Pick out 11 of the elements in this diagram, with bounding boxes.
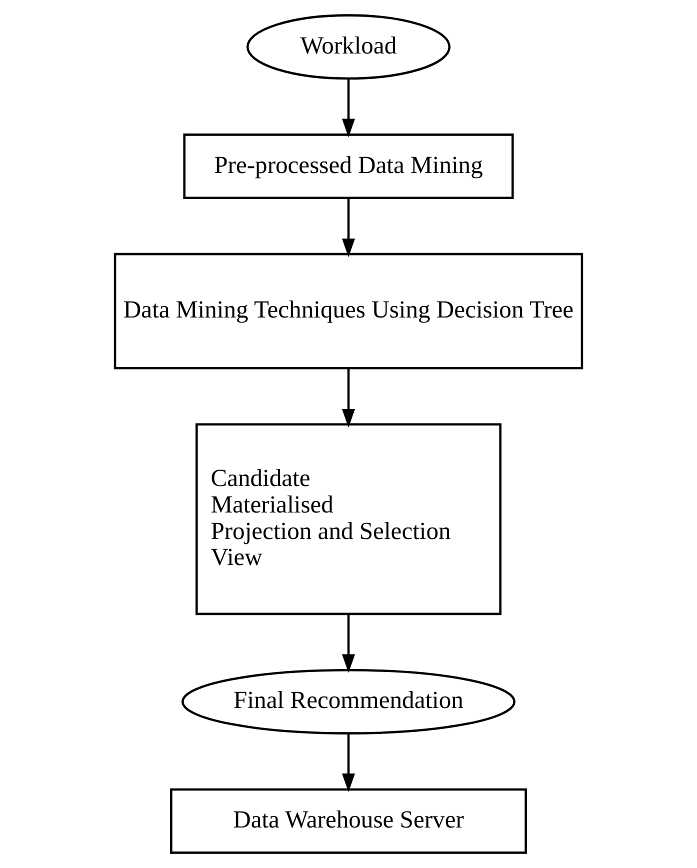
arrow bbox=[342, 734, 356, 792]
node-box: Data Warehouse Server bbox=[170, 788, 527, 854]
arrow bbox=[342, 614, 356, 673]
arrow bbox=[342, 79, 356, 138]
arrow bbox=[342, 198, 356, 258]
node-box: Data Mining Techniques Using Decision Tree bbox=[114, 252, 584, 370]
node-ellipse: Workload bbox=[246, 14, 451, 80]
node-ellipse: Final Recommendation bbox=[182, 668, 516, 734]
arrow bbox=[342, 368, 356, 428]
node-box: Pre-processed Data Mining bbox=[183, 134, 514, 200]
node-box: Candidate Materialised Projection and Selection View bbox=[196, 423, 502, 616]
